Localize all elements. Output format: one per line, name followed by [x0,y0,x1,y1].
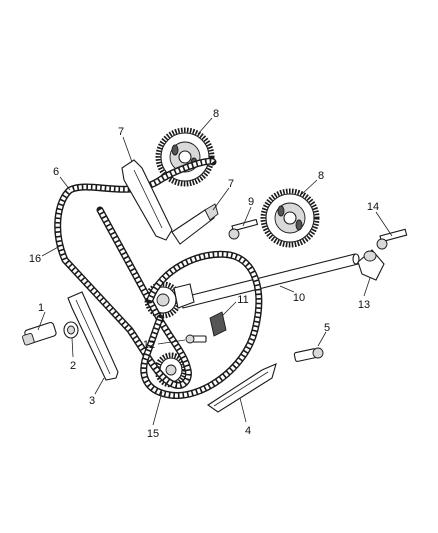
callout-14: 14 [367,201,379,213]
callout-5: 5 [324,322,330,334]
callout-labels: 1 2 3 4 5 6 7 7 8 8 9 10 11 12 13 14 15 … [29,108,379,440]
callout-6: 6 [53,166,59,178]
callout-15: 15 [147,428,159,440]
bolt-14 [376,228,408,250]
callout-3: 3 [89,395,95,407]
balance-shaft [179,253,360,309]
bolt-12 [185,334,207,344]
callout-8-lower: 8 [318,170,324,182]
bolt-9 [228,218,259,240]
primary-timing-chain [54,157,217,390]
chain-tensioner [22,321,57,346]
callout-13: 13 [358,299,370,311]
callout-12: 12 [143,339,155,351]
callout-10: 10 [293,292,305,304]
callout-11: 11 [237,294,248,306]
bolt-5 [293,347,324,362]
chain-guide-bottom [207,363,277,413]
secondary-timing-chain [140,250,263,400]
callout-16: 16 [29,253,41,265]
camshaft-sprocket-upper [155,127,215,187]
tensioner-shoe [357,249,385,281]
callout-7-lower: 7 [228,178,234,190]
callout-2: 2 [70,360,76,372]
chain-guide-upper [121,159,173,241]
camshaft-sprocket-lower [260,188,320,248]
tensioner-rail [67,291,119,381]
bracket [209,311,227,337]
callout-7-upper: 7 [118,126,124,138]
seal-ring [63,321,79,339]
callout-8-upper: 8 [213,108,219,120]
chain-guide-lower [171,203,219,245]
callout-4: 4 [245,425,251,437]
leader-lines [37,117,393,426]
callout-9: 9 [248,196,254,208]
callout-1: 1 [38,302,44,314]
